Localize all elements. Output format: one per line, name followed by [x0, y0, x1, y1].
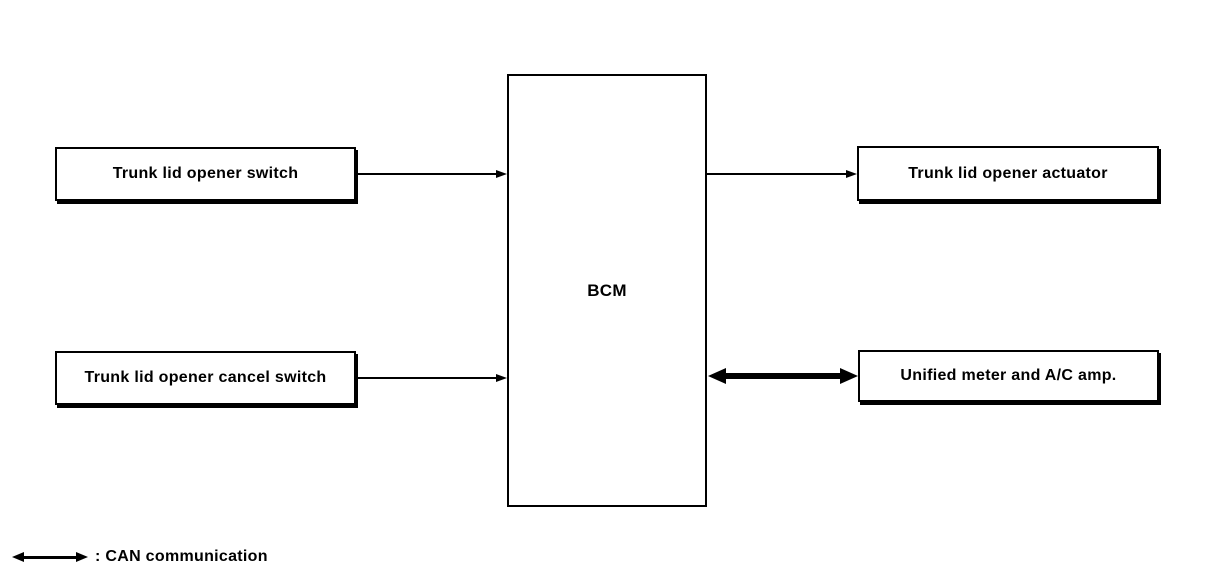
arrow-shaft — [356, 173, 496, 175]
arrow-shaft — [356, 377, 496, 379]
arrow-cancel-switch-to-bcm — [356, 373, 507, 383]
arrow-bcm-to-actuator — [707, 169, 857, 179]
node-label: Trunk lid opener actuator — [908, 164, 1108, 182]
arrow-shaft — [726, 373, 840, 379]
arrowhead-left-icon — [12, 552, 24, 562]
arrow-shaft — [707, 173, 846, 175]
arrow-shaft — [24, 555, 76, 559]
node-label: Trunk lid opener cancel switch — [84, 369, 327, 386]
arrowhead-right-icon — [496, 374, 507, 382]
node-bcm: BCM — [507, 74, 707, 507]
arrow-switch-to-bcm — [356, 169, 507, 179]
arrowhead-right-icon — [846, 170, 857, 178]
arrowhead-left-icon — [708, 368, 726, 384]
arrowhead-right-icon — [840, 368, 858, 384]
legend-label: : CAN communication — [95, 548, 268, 565]
arrowhead-right-icon — [496, 170, 507, 178]
legend-can-arrow-icon — [12, 552, 88, 562]
node-trunk-lid-opener-cancel-switch: Trunk lid opener cancel switch — [55, 351, 356, 405]
node-label: Trunk lid opener switch — [112, 165, 299, 182]
node-trunk-lid-opener-switch: Trunk lid opener switch — [55, 147, 356, 201]
node-label: BCM — [587, 280, 627, 300]
legend-can-communication: : CAN communication — [12, 548, 268, 566]
node-unified-meter-ac-amp: Unified meter and A/C amp. — [858, 350, 1159, 402]
arrow-bcm-to-unified-meter-can — [708, 368, 858, 384]
arrowhead-right-icon — [76, 552, 88, 562]
node-label: Unified meter and A/C amp. — [900, 367, 1117, 384]
node-trunk-lid-opener-actuator: Trunk lid opener actuator — [857, 146, 1159, 201]
